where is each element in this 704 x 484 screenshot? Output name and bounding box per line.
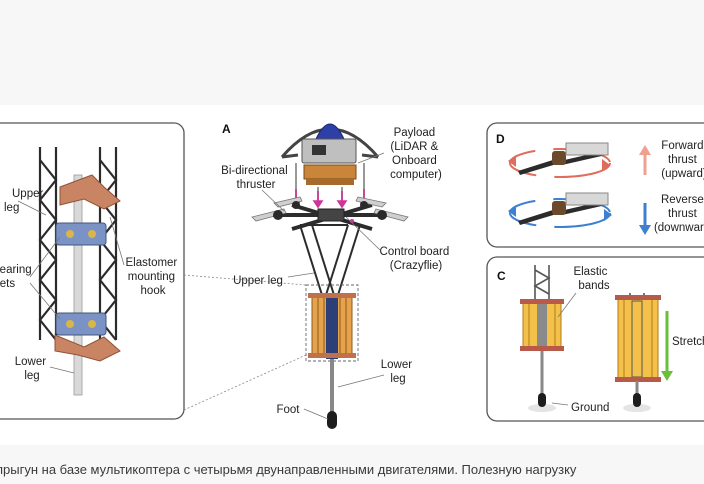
spring-module-box	[305, 284, 359, 362]
detail-hook-bottom	[54, 334, 121, 362]
panel-d: D Forwar	[486, 122, 704, 248]
foot-label: Foot	[276, 404, 300, 416]
panel-a-letter: A	[222, 122, 231, 136]
stretch-label: Stretch	[672, 336, 704, 348]
detail-hook-top	[59, 174, 121, 210]
propeller-back-right	[355, 196, 387, 208]
thruster-label: Bi-directional thruster	[221, 165, 291, 191]
upper-leg-truss	[299, 224, 361, 296]
detail-upper-leg-label: Upper leg	[4, 188, 47, 214]
reverse-thruster	[508, 192, 612, 228]
propeller-back-left	[273, 196, 303, 208]
payload-mount-arrows	[290, 189, 370, 209]
caption-text-block: прыгун на базе мультикоптера с четырьмя …	[0, 450, 704, 484]
module-relaxed	[520, 265, 564, 412]
caption-text: прыгун на базе мультикоптера с четырьмя …	[0, 462, 577, 477]
propellers	[251, 196, 409, 222]
detail-mount-hook-label: Elastomer mounting hook	[126, 257, 181, 297]
detail-leader-lines	[17, 200, 125, 374]
forward-thrust-label: Forward thrust (upward)	[661, 140, 704, 180]
panel-a: A	[221, 122, 453, 429]
thruster-motors	[273, 201, 387, 220]
panel-c: C	[486, 256, 704, 422]
module-stretched	[615, 293, 661, 412]
stretch-arrow	[661, 311, 673, 381]
forward-thruster	[508, 142, 611, 178]
control-board-label: Control board (Crazyflie)	[380, 246, 453, 272]
elastic-bands-label: Elastic bands	[573, 266, 610, 292]
zoom-connector-lines	[183, 274, 307, 411]
detail-panel-frame	[0, 122, 185, 420]
lidar-dome	[315, 123, 345, 140]
figure-graphic: Upper leg Bearing sets Elastomer mountin…	[0, 122, 704, 429]
reverse-thrust-arrow	[639, 203, 651, 235]
ground-label: Ground	[571, 402, 609, 414]
page-top-band	[0, 0, 704, 105]
forward-thrust-arrow	[639, 145, 651, 175]
panel-a-leader-lines	[261, 152, 385, 420]
figure: Upper leg Bearing sets Elastomer mountin…	[0, 105, 704, 445]
upper-leg-label: Upper leg	[233, 275, 283, 287]
detail-panel: Upper leg Bearing sets Elastomer mountin…	[0, 122, 185, 420]
foot	[327, 411, 337, 429]
panel-c-leader-lines	[551, 292, 577, 406]
reverse-thrust-label: Reverse thrust (downward)	[654, 194, 704, 234]
control-board	[317, 208, 345, 222]
lower-leg-label: Lower leg	[381, 359, 416, 385]
payload-box	[301, 138, 357, 164]
detail-lower-leg-label: Lower leg	[15, 356, 50, 382]
detail-lower-leg-rod	[73, 174, 83, 396]
payload-label: Payload (LiDAR & Onboard computer)	[390, 127, 442, 181]
panel-c-letter: C	[497, 269, 506, 283]
detail-bearing-top	[55, 222, 107, 246]
detail-bearing-bottom	[55, 312, 107, 336]
payload-board-stack	[303, 164, 357, 180]
spring-module	[308, 293, 356, 359]
detail-bearing-sets-label: Bearing sets	[0, 264, 35, 290]
panel-d-letter: D	[496, 132, 505, 146]
